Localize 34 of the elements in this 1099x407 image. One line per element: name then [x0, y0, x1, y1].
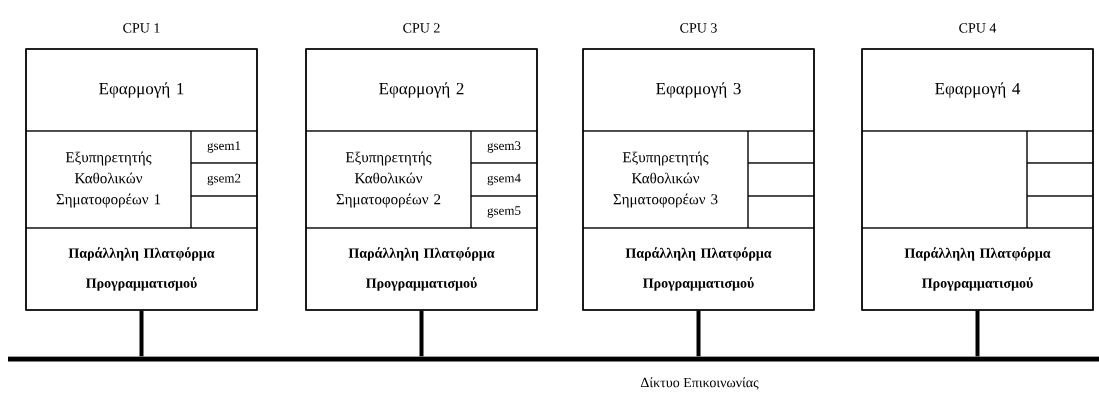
connector-line — [139, 310, 144, 357]
semaphore-cell: gsem4 — [470, 162, 538, 197]
platform-box: Παράλληλη Πλατφόρμα Προγραμματισμού — [582, 227, 815, 311]
empty-cell — [747, 130, 815, 164]
node-label: CPU 3 — [680, 23, 717, 33]
empty-cell — [190, 195, 258, 229]
empty-cell — [747, 162, 815, 197]
empty-cell — [861, 130, 1028, 229]
node-label: Δίκτυο Επικοινωνίας — [640, 377, 759, 390]
node-label: CPU 1 — [123, 23, 160, 33]
network-bus: Δίκτυο Επικοινωνίας — [8, 356, 1099, 390]
semaphore-cell: gsem2 — [190, 162, 258, 197]
server-box: Εξυπηρετητής Καθολικών Σηματοφορέων 3 — [582, 130, 749, 229]
server-box: Εξυπηρετητής Καθολικών Σηματοφορέων 1 — [25, 130, 192, 229]
application-box: Εφαρμογή 4 — [861, 48, 1094, 132]
empty-cell — [1026, 130, 1094, 164]
application-box: Εφαρμογή 3 — [582, 48, 815, 132]
connector-line — [975, 310, 980, 357]
connector-line — [419, 310, 424, 357]
platform-box: Παράλληλη Πλατφόρμα Προγραμματισμού — [305, 227, 538, 311]
node-label: CPU 2 — [403, 23, 440, 33]
connector-line — [696, 310, 701, 357]
application-box: Εφαρμογή 2 — [305, 48, 538, 132]
node-label: CPU 4 — [959, 23, 997, 33]
empty-cell — [1026, 162, 1094, 197]
platform-box: Παράλληλη Πλατφόρμα Προγραμματισμού — [861, 227, 1094, 311]
empty-cell — [747, 195, 815, 229]
empty-cell — [1026, 195, 1094, 229]
application-box: Εφαρμογή 1 — [25, 48, 258, 132]
semaphore-cell: gsem1 — [190, 130, 258, 164]
semaphore-cell: gsem5 — [470, 195, 538, 229]
semaphore-cell: gsem3 — [470, 130, 538, 164]
server-box: Εξυπηρετητής Καθολικών Σηματοφορέων 2 — [305, 130, 472, 229]
platform-box: Παράλληλη Πλατφόρμα Προγραμματισμού — [25, 227, 258, 311]
